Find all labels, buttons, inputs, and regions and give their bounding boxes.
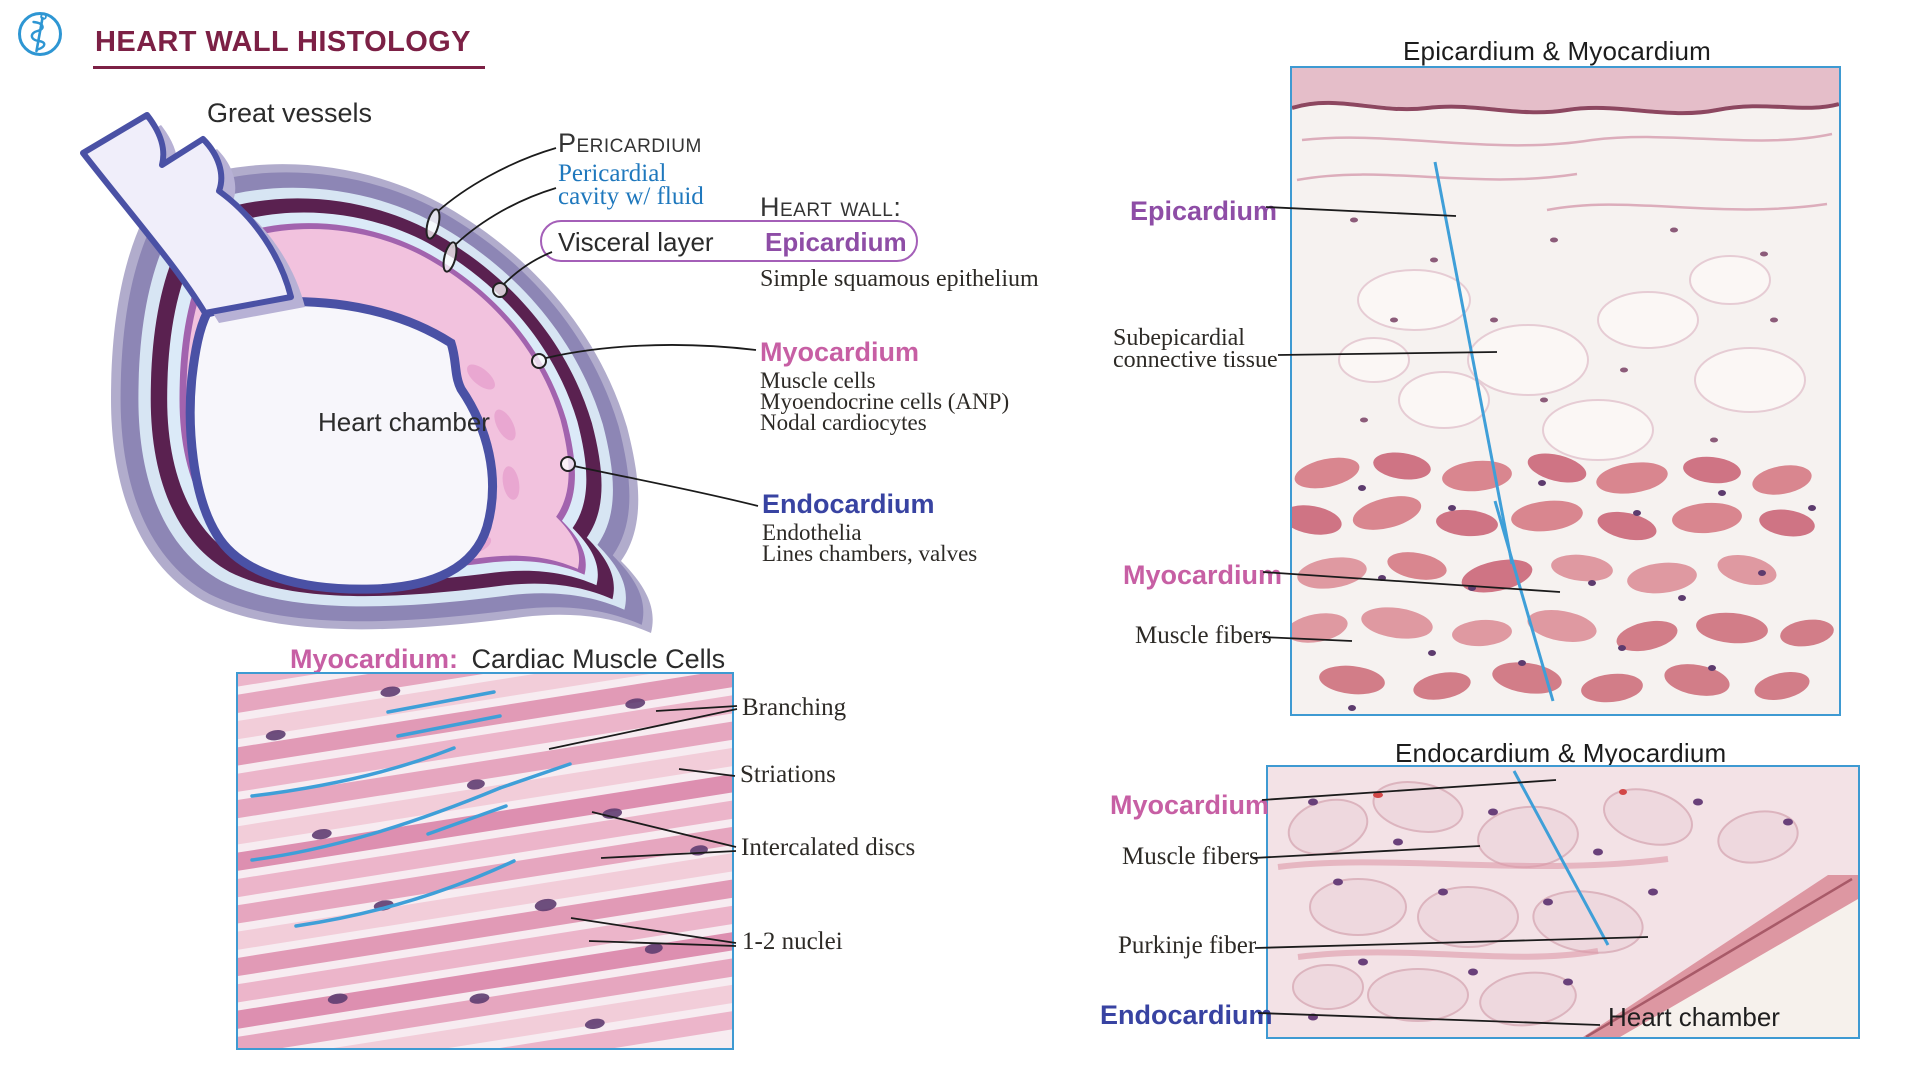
great-vessels-shape	[80, 112, 305, 323]
tissue-annotation-lines	[1433, 161, 1555, 702]
asclepius-rod-icon	[16, 10, 64, 58]
cardiac-muscle-heading-rest: Cardiac Muscle Cells	[471, 644, 726, 674]
subepicardial-label-line1: Subepicardial	[1113, 325, 1245, 351]
epicardium-term: Epicardium	[765, 227, 907, 257]
subepicardial-label-line2: connective tissue	[1113, 347, 1278, 373]
marker-myocardium	[531, 353, 547, 369]
myocardium-texture	[194, 304, 520, 581]
endocardium-desc-1: Endothelia	[762, 520, 862, 545]
branching-annotation-lines	[250, 690, 572, 928]
endocardium-panel-muscle-fibers-label: Muscle fibers	[1122, 843, 1259, 870]
myocardium-desc-3: Nodal cardiocytes	[760, 410, 927, 435]
epicardium-desc: Simple squamous epithelium	[760, 266, 1039, 292]
intercalated-discs-label: Intercalated discs	[741, 834, 916, 861]
marker-endocardium	[560, 456, 576, 472]
leader-pericardium	[436, 147, 557, 213]
marker-pericardium	[425, 208, 441, 240]
micrograph-heart-chamber-label: Heart chamber	[1608, 1002, 1780, 1032]
heart-wall-heading: Heart wall:	[760, 192, 902, 222]
myocardium-layer	[186, 229, 580, 569]
epicardium-panel-muscle-fibers-label: Muscle fibers	[1135, 622, 1272, 649]
cardiac-muscle-heading-term: Myocardium:	[290, 644, 459, 674]
heart-chamber-label: Heart chamber	[318, 407, 490, 437]
branching-label: Branching	[742, 694, 847, 721]
cardiac-muscle-heading: Myocardium: Cardiac Muscle Cells	[290, 644, 725, 675]
endocardium-panel-heading: Endocardium & Myocardium	[1395, 738, 1727, 768]
leader-myocardium	[545, 344, 757, 359]
endocardium-panel-endocardium-label: Endocardium	[1100, 1000, 1273, 1030]
page-title: HEART WALL HISTOLOGY	[93, 26, 485, 69]
myocardium-desc-2: Myoendocrine cells (ANP)	[760, 389, 1010, 414]
epicardium-micrograph	[1290, 66, 1841, 716]
pericardial-cavity-label-line2: cavity w/ fluid	[558, 183, 704, 210]
leader-endocardium	[573, 465, 759, 507]
purkinje-fiber-label: Purkinje fiber	[1118, 932, 1257, 959]
leader-visceral-layer	[503, 251, 553, 285]
marker-pericardial-cavity	[442, 241, 458, 273]
myocardium-term: Myocardium	[760, 337, 920, 367]
epicardium-panel-epicardium-label: Epicardium	[1130, 196, 1278, 226]
epicardium-surface	[1292, 68, 1839, 112]
visceral-layer-label: Visceral layer	[558, 227, 714, 257]
cardiac-muscle-micrograph	[236, 672, 734, 1050]
marker-visceral-layer	[492, 282, 508, 298]
great-vessels-label: Great vessels	[207, 98, 373, 128]
endocardium-panel-myocardium-label: Myocardium	[1110, 790, 1270, 820]
pericardial-cavity-label-line1: Pericardial	[558, 160, 667, 187]
nuclei-label: 1-2 nuclei	[742, 928, 843, 955]
epicardium-panel-heading: Epicardium & Myocardium	[1403, 36, 1712, 66]
endocardium-micrograph	[1266, 765, 1860, 1039]
myocardium-desc-1: Muscle cells	[760, 368, 876, 393]
endocardium-desc-2: Lines chambers, valves	[762, 541, 978, 566]
endocardium-term: Endocardium	[762, 489, 935, 519]
striations-label: Striations	[740, 761, 836, 788]
endocardium-chamber-shape	[185, 297, 497, 594]
connective-tissue-cells	[1338, 255, 1806, 461]
pericardium-label: Pericardium	[558, 128, 702, 158]
epicardium-panel-myocardium-label: Myocardium	[1123, 560, 1283, 590]
